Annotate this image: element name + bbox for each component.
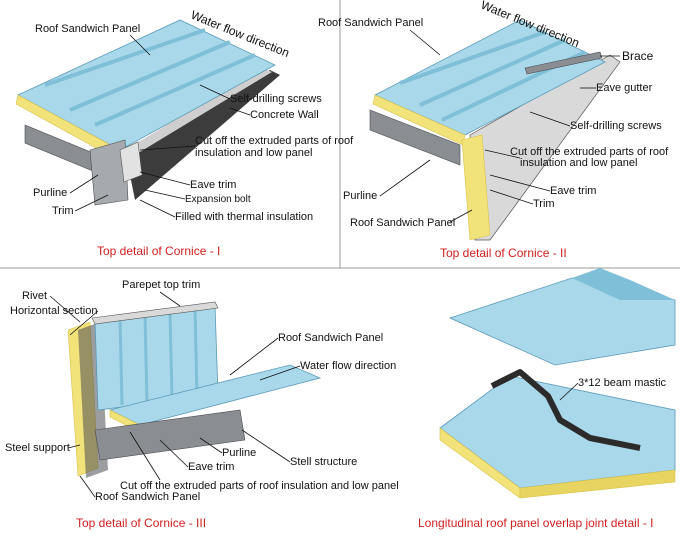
parapet-3-rib-d: [193, 308, 199, 397]
trim-1: [89, 139, 129, 206]
panel-1-rib-c: [94, 53, 256, 127]
label-cut-off-3: Cut off the extruded parts of roof insul…: [120, 480, 399, 492]
label-eave-trim-1: Eave trim: [190, 179, 236, 191]
label-horizontal-3: Horizontal section: [10, 305, 97, 317]
panel-2-rib-a: [399, 30, 546, 85]
label-cut-off-2b: insulation and low panel: [520, 157, 637, 169]
label-purline-2: Purline: [343, 190, 377, 202]
label-trim-1: Trim: [52, 205, 74, 217]
panel-cornice-1: Water flow direction Roof Sandwich Panel…: [15, 8, 354, 258]
label-wall-1: Concrete Wall: [250, 109, 319, 121]
label-bolt-1: Expansion bolt: [185, 194, 251, 205]
panel-cornice-3: Parepet top trim Rivet Horizontal sectio…: [5, 279, 399, 530]
label-purline-1: Purline: [33, 187, 67, 199]
label-filled-1: Filled with thermal insulation: [175, 211, 313, 223]
label-mastic-4: 3*12 beam mastic: [578, 377, 667, 389]
parapet-3-rib-a: [118, 317, 124, 406]
brace-2: [524, 51, 603, 75]
label-stell-3: Stell structure: [290, 456, 357, 468]
wall-panel-2: [461, 134, 491, 241]
label-trim-2: Trim: [533, 198, 555, 210]
parapet-3-rib-b: [143, 314, 149, 403]
label-roof-panel-3b: Roof Sandwich Panel: [95, 491, 200, 503]
label-roof-panel-2: Roof Sandwich Panel: [318, 17, 423, 29]
steel-structure-3: [94, 409, 246, 461]
panel-cornice-2: Water flow direction Roof Sandwich Panel…: [318, 0, 669, 260]
panel-1-rib-b: [69, 40, 231, 112]
upper-panel-4-rib: [572, 268, 675, 300]
caption-cornice-3: Top detail of Cornice - III: [76, 516, 206, 530]
parapet-trim-3: [91, 301, 219, 325]
label-cut-off-2a: Cut off the extruded parts of roof: [510, 146, 669, 158]
label-cut-off-1b: insulation and low panel: [195, 147, 312, 159]
upper-panel-4: [448, 277, 676, 366]
label-parapet-3: Parepet top trim: [122, 279, 200, 291]
label-eave-trim-2: Eave trim: [550, 185, 596, 197]
parapet-3-rib-c: [168, 311, 174, 400]
panel-overlap-joint: 3*12 beam mastic Longitudinal roof panel…: [418, 268, 676, 530]
caption-cornice-1: Top detail of Cornice - I: [97, 244, 220, 258]
caption-cornice-2: Top detail of Cornice - II: [440, 246, 567, 260]
beam-mastic-4: [490, 369, 641, 451]
label-cut-off-1a: Cut off the extruded parts of roof: [195, 135, 354, 147]
panel-1-rib-a: [44, 28, 206, 87]
concrete-wall-1: [125, 70, 280, 200]
label-steel-support-3: Steel support: [5, 442, 70, 454]
caption-overlap-4: Longitudinal roof panel overlap joint de…: [418, 516, 654, 530]
label-screws-1: Self-drilling screws: [230, 93, 322, 105]
insulation-4b: [519, 469, 676, 499]
concrete-wall-1-top: [125, 68, 272, 155]
label-roof-panel-1: Roof Sandwich Panel: [35, 23, 140, 35]
label-screws-2: Self-drilling screws: [570, 120, 662, 132]
label-brace-2: Brace: [622, 49, 654, 63]
eave-trim-1: [119, 141, 143, 183]
label-roof-panel-2b: Roof Sandwich Panel: [350, 217, 455, 229]
label-purline-3: Purline: [222, 447, 256, 459]
panel-2-rib-b: [419, 38, 566, 107]
label-water-flow-3: Water flow direction: [300, 360, 396, 372]
label-eave-trim-3: Eave trim: [188, 461, 234, 473]
label-rivet-3: Rivet: [22, 290, 47, 302]
purline-2: [369, 109, 461, 166]
lower-panel-4: [439, 375, 676, 489]
label-roof-panel-3: Roof Sandwich Panel: [278, 332, 383, 344]
label-gutter-2: Eave gutter: [596, 82, 653, 94]
